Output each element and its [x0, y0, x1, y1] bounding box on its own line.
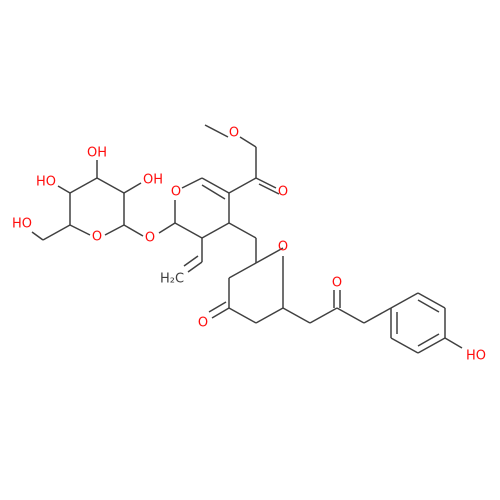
bonds — [31, 124, 463, 354]
bond — [96, 177, 125, 194]
atom-label-vinyl-ch2: H₂C — [160, 272, 184, 287]
atom-label-ester-o: O — [229, 126, 239, 141]
bond — [187, 261, 203, 273]
atom-label-sugar-oh-1: OH — [143, 173, 163, 188]
bond — [174, 222, 203, 239]
bond — [69, 177, 98, 194]
bond — [228, 262, 257, 279]
bond — [417, 337, 446, 354]
bond — [282, 307, 311, 324]
bond — [201, 222, 230, 239]
atom-label-glycosidic-o: O — [145, 231, 155, 246]
atom-label-sugar-ring-o: O — [92, 230, 102, 245]
bond — [228, 177, 257, 194]
bond — [417, 292, 446, 309]
bond — [208, 301, 227, 313]
bond — [42, 224, 71, 241]
bond — [255, 307, 284, 324]
bond — [158, 222, 176, 234]
bond — [363, 307, 392, 324]
bond — [181, 177, 203, 189]
bond — [201, 177, 230, 194]
bond — [123, 182, 142, 194]
bond — [183, 255, 199, 267]
bond — [255, 247, 284, 264]
bond — [258, 183, 280, 195]
atom-label-sugar-oh-2: OH — [87, 146, 107, 161]
bond — [390, 292, 419, 309]
atom-label-ester-carbonyl-o: O — [278, 185, 288, 200]
bond — [104, 224, 125, 236]
bond — [211, 307, 230, 319]
bond — [31, 231, 44, 241]
bond — [390, 337, 419, 354]
bond — [228, 307, 257, 324]
atom-label-phenol-oh: HO — [466, 349, 486, 364]
bond — [417, 333, 440, 347]
bond — [255, 177, 277, 189]
bond — [336, 307, 365, 324]
bond — [201, 184, 226, 200]
bond — [309, 307, 338, 324]
atom-labels: O O O O O OH OH HO HO H₂C O O O HO — [12, 126, 486, 364]
bond — [204, 124, 229, 138]
atom-label-chain-ketone-o: O — [332, 276, 342, 291]
bond — [444, 337, 463, 349]
atom-label-pyran-ring-o: O — [171, 185, 181, 200]
bond — [57, 185, 71, 194]
atom-label-sugar-oh-3: HO — [36, 175, 56, 190]
atom-label-ch2oh: HO — [12, 217, 32, 232]
atom-label-ring-ketone-o: O — [198, 316, 208, 331]
bond — [239, 136, 257, 148]
bond — [228, 222, 257, 239]
bond — [417, 299, 440, 313]
bond — [123, 224, 144, 237]
atom-label-oxane-ring-o: O — [278, 240, 288, 255]
bond — [69, 224, 91, 236]
